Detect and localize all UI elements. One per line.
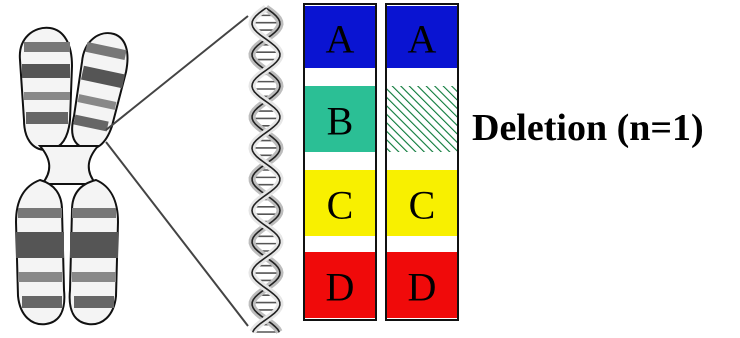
deleted-column-outline — [385, 3, 459, 321]
zoom-lines — [105, 15, 249, 327]
deleted-segment-column: A CD — [385, 3, 459, 321]
helix-strand-outline — [251, 7, 281, 333]
original-segment-label: B — [327, 99, 354, 144]
deleted-segment-c — [387, 170, 457, 236]
chromosome-band — [81, 65, 125, 89]
chromosome-arm-lower-right — [68, 178, 120, 326]
original-segment-label: A — [326, 17, 355, 62]
chromosome-arm-lower-left — [14, 178, 66, 326]
original-segment-label: C — [327, 183, 354, 228]
chromosome-band — [72, 272, 116, 282]
deleted-segment-a — [387, 6, 457, 68]
chromosome-arm-upper-right — [71, 32, 129, 150]
chromosome-band — [18, 208, 62, 218]
chromosome-arm-upper-left — [18, 26, 74, 152]
chromosome-band — [77, 94, 117, 110]
chromosome-band — [22, 296, 62, 308]
chromosome-band — [26, 112, 68, 124]
deleted-segment-label: D — [408, 265, 437, 310]
original-segment-a — [305, 6, 375, 68]
deletion-caption: Deletion (n=1) — [472, 107, 704, 149]
centromere — [37, 145, 101, 185]
original-segment-d — [305, 252, 375, 318]
chromosome-band — [74, 296, 114, 308]
deleted-segment-label: C — [409, 183, 436, 228]
deleted-segment-d — [387, 252, 457, 318]
original-column-outline — [303, 3, 377, 321]
chromosome-band — [73, 114, 109, 132]
dna-helix — [248, 5, 284, 334]
chromosome-band — [24, 92, 70, 100]
zoom-line-top — [105, 15, 249, 131]
chromosome-band — [85, 41, 127, 61]
deleted-segment-deleted — [387, 86, 457, 152]
original-segment-label: D — [326, 265, 355, 310]
chromosome-band — [70, 232, 118, 258]
original-segment-b — [305, 86, 375, 152]
original-segment-c — [305, 170, 375, 236]
zoom-line-bottom — [105, 141, 249, 327]
chromosome-band — [72, 208, 116, 218]
chromosome-band — [24, 42, 70, 52]
chromosome-band — [16, 232, 64, 258]
helix-strand-outline — [251, 7, 281, 333]
chromosome-band — [18, 272, 62, 282]
deleted-segment-label: A — [408, 17, 437, 62]
chromosome-drawing — [14, 26, 129, 326]
chromosome-band — [22, 64, 70, 78]
